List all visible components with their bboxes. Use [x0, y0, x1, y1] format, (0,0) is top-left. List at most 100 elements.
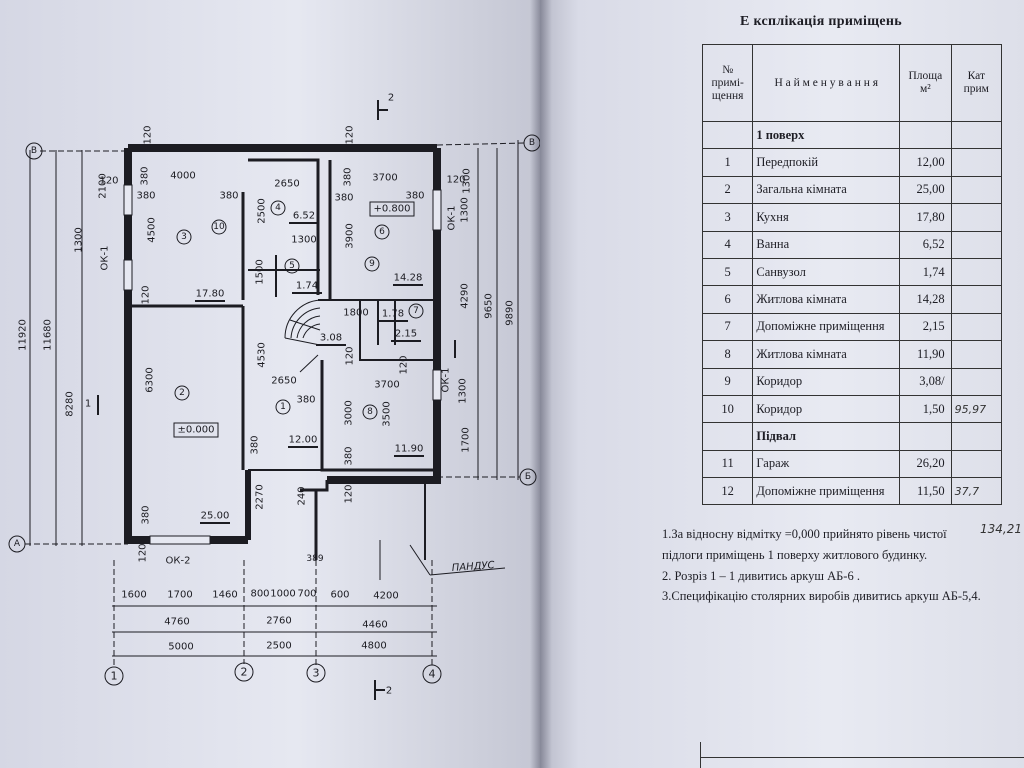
- walls: [124, 144, 441, 560]
- dimension-label: 380: [334, 193, 353, 204]
- level-mark-box: [173, 422, 219, 438]
- handwritten-total: 134,21: [980, 522, 1022, 536]
- room-note-cell: 37,7: [950, 477, 1003, 506]
- explication-header-row: № примі-щення Н а й м е н у в а н н я Пл…: [701, 44, 1003, 122]
- room-name-cell: Житлова кімната: [752, 340, 901, 369]
- note-1-line-2: підлоги приміщень 1 поверху житлового бу…: [662, 548, 928, 562]
- level-mark: +0.800: [373, 204, 410, 215]
- dimension-label: 380: [219, 191, 238, 202]
- bottom-dimension: 2500: [266, 641, 291, 652]
- room-marker-7: 7: [413, 306, 419, 316]
- dimension-label: 380: [405, 191, 424, 202]
- room-area-label: 11.90: [395, 444, 424, 455]
- dimension-label: 3700: [372, 173, 397, 184]
- bottom-dimension: 1460: [212, 590, 237, 601]
- explication-table: № примі-щення Н а й м е н у в а н н я Пл…: [701, 44, 1003, 506]
- room-name-cell: Загальна кімната: [752, 175, 901, 205]
- col-header-number: № примі-щення: [701, 44, 754, 122]
- bottom-dimension: 1000: [270, 589, 295, 600]
- col-header-name: Н а й м е н у в а н н я: [752, 44, 901, 122]
- bottom-dimension: 4460: [362, 620, 387, 631]
- room-area-label: 6.52: [293, 211, 315, 222]
- dimension-label: 11680: [43, 319, 54, 351]
- room-marker-8-circle: [362, 404, 378, 420]
- room-number-cell: 3: [701, 203, 754, 232]
- room-note-cell: [950, 257, 1003, 287]
- dimension-label: 120: [141, 285, 152, 304]
- room-marker-1: 1: [280, 402, 286, 412]
- room-marker-4-circle: [270, 200, 286, 216]
- note-2: 2. Розріз 1 – 1 дивитись аркуш АБ-6 .: [662, 569, 860, 583]
- room-number-cell: [701, 422, 754, 451]
- room-note-cell: [950, 449, 1003, 479]
- section-mark-label: 2: [386, 686, 392, 697]
- section-mark-label: 1: [85, 399, 91, 410]
- dimension-label: 120: [344, 484, 355, 503]
- dimension-label: 4500: [147, 217, 158, 242]
- dimension-label: 120: [399, 355, 410, 374]
- room-name-cell: Коридор: [752, 367, 901, 396]
- room-name-cell: Кухня: [752, 203, 901, 232]
- dimension-label: 1300: [462, 168, 473, 193]
- section-mark-label: 2: [388, 93, 394, 104]
- room-area-cell: 2,15: [899, 312, 952, 342]
- dimension-label: 3500: [382, 401, 393, 426]
- room-note-cell: [950, 230, 1003, 259]
- dimension-label: 2650: [271, 376, 296, 387]
- dimension-label: 1300: [460, 197, 471, 222]
- axis-number-0: 1: [111, 670, 118, 683]
- dimension-label: 380: [140, 166, 151, 185]
- room-marker-10: 10: [213, 222, 225, 232]
- dimension-label: 240: [297, 486, 308, 505]
- room-area-cell: 1,74: [899, 257, 952, 287]
- room-note-cell: [950, 175, 1003, 205]
- dimension-label: 1300: [74, 227, 85, 252]
- room-number-cell: 2: [701, 175, 754, 205]
- bottom-dimension: 4800: [361, 641, 386, 652]
- room-marker-5-circle: [284, 258, 300, 274]
- bottom-dimension: 2760: [266, 616, 291, 627]
- title-block-line: [700, 757, 1024, 758]
- room-name-cell: Гараж: [752, 449, 901, 479]
- bottom-dimension: 1700: [167, 590, 192, 601]
- room-note-cell: [950, 285, 1003, 314]
- windows: [123, 184, 442, 545]
- dimension-label: 120: [446, 175, 465, 186]
- room-marker-8: 8: [367, 407, 373, 417]
- dimension-label: 6300: [145, 367, 156, 392]
- dimension-label: 4000: [170, 171, 195, 182]
- room-name-cell: 1 поверх: [752, 120, 901, 150]
- room-name-cell: Санвузол: [752, 257, 901, 287]
- dimension-label: 2100: [98, 173, 109, 198]
- room-note-cell: [950, 312, 1003, 342]
- room-area-cell: 3,08/: [899, 367, 952, 396]
- room-area-cell: 11,90: [899, 340, 952, 369]
- room-note-cell: [950, 148, 1003, 177]
- explication-section-row: Підвал: [701, 422, 1003, 451]
- left-page: [0, 0, 540, 768]
- ramp-label: ПАНДУС: [451, 560, 494, 574]
- axis-number-3-circle: [422, 664, 442, 684]
- room-name-cell: Підвал: [752, 422, 901, 451]
- level-mark: ±0.000: [177, 425, 214, 436]
- note-3: 3.Специфікацію столярних виробів дивитис…: [662, 589, 981, 603]
- opening-label: ОК-1: [447, 206, 458, 231]
- dimension-label: 4290: [460, 283, 471, 308]
- bottom-dimension: 600: [330, 590, 349, 601]
- dimension-label: 3900: [345, 223, 356, 248]
- col-header-area: Площа м²: [899, 44, 952, 122]
- room-name-cell: Допоміжне приміщення: [752, 477, 901, 506]
- room-area-cell: 12,00: [899, 148, 952, 177]
- room-area-label: 25.00: [201, 511, 230, 522]
- room-marker-6: 6: [379, 227, 385, 237]
